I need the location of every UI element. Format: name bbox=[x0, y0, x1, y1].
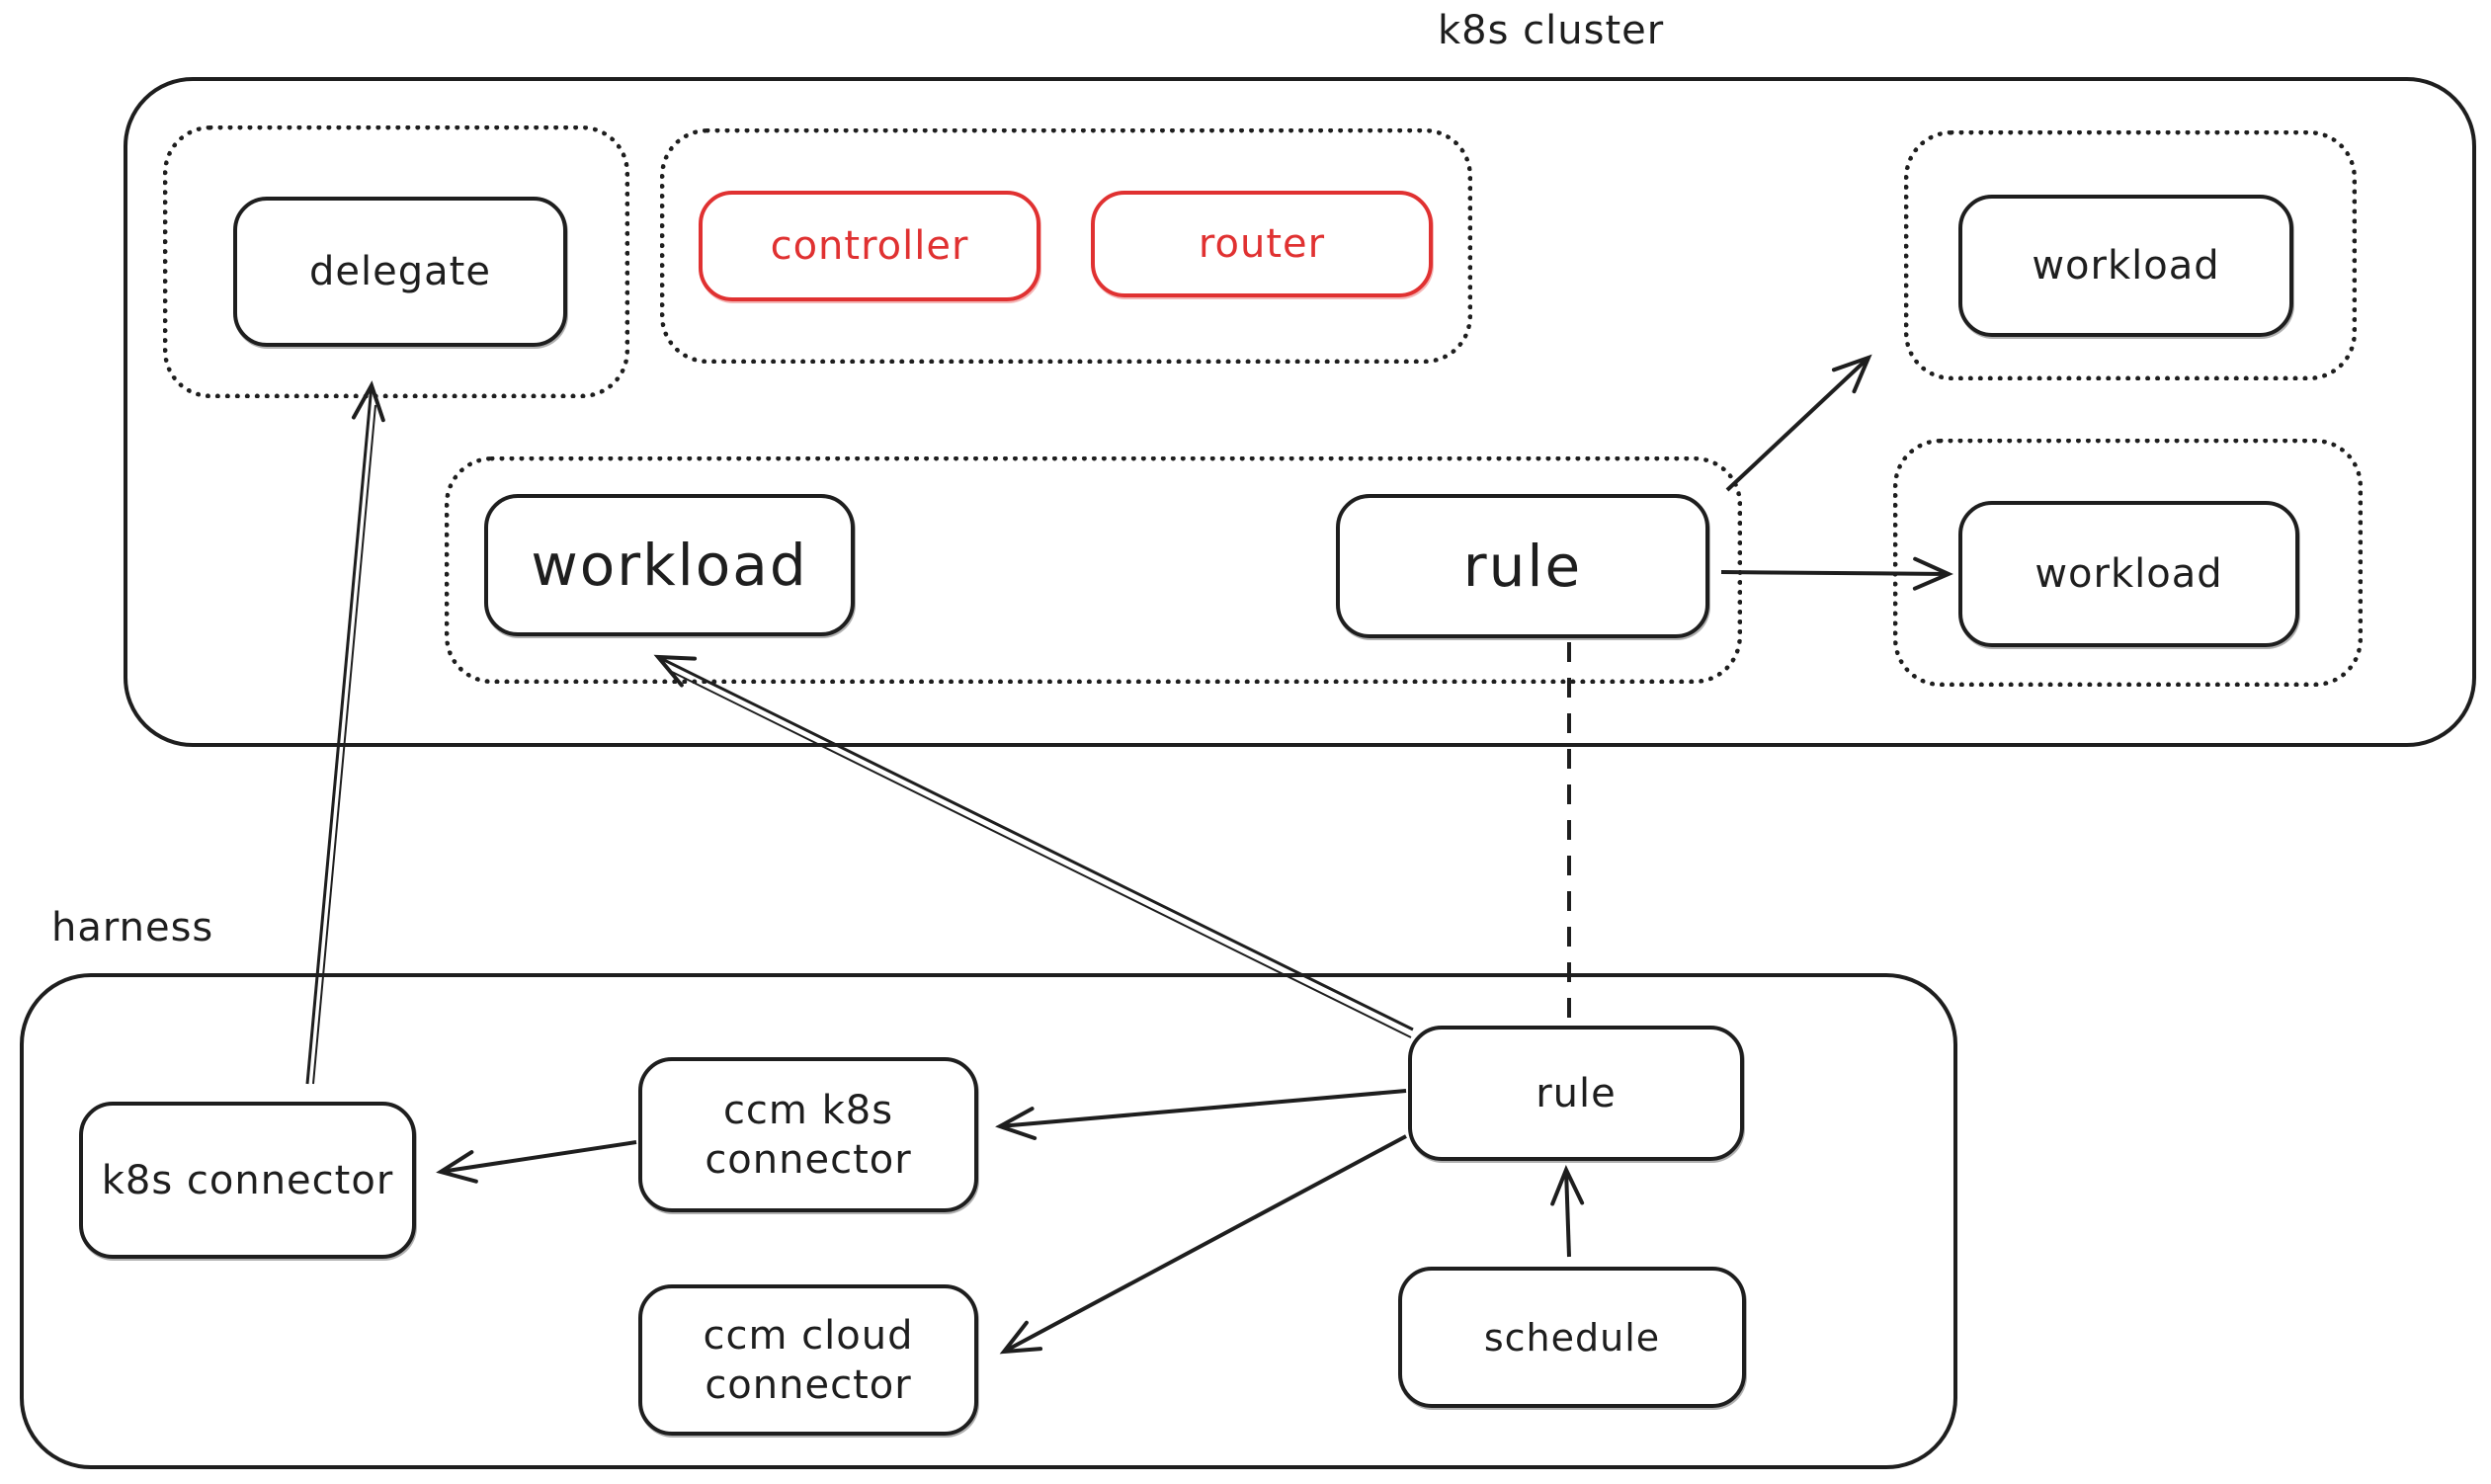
delegate-group bbox=[163, 125, 629, 398]
workload-right-group bbox=[1893, 439, 2363, 687]
workload-top-right-group bbox=[1904, 130, 2357, 380]
rule-cluster-node-label: rule bbox=[1462, 533, 1583, 600]
rule-harness-node-label: rule bbox=[1536, 1070, 1617, 1116]
controller-node: controller bbox=[699, 191, 1040, 301]
controller-node-label: controller bbox=[770, 223, 969, 269]
workload-right-node: workload bbox=[1958, 501, 2299, 647]
delegate-node: delegate bbox=[233, 197, 567, 347]
ccm-cloud-connector-node-label: ccm cloud connector bbox=[703, 1312, 914, 1408]
k8s-cluster-label: k8s cluster bbox=[1438, 8, 1665, 53]
router-node-label: router bbox=[1198, 221, 1326, 267]
workload-main-node-label: workload bbox=[531, 532, 808, 599]
k8s-connector-node-label: k8s connector bbox=[101, 1157, 394, 1203]
router-node: router bbox=[1091, 191, 1433, 297]
workload-right-node-label: workload bbox=[2034, 551, 2223, 597]
rule-cluster-node: rule bbox=[1336, 494, 1709, 638]
workload-top-right-node-label: workload bbox=[2032, 243, 2220, 289]
ccm-k8s-connector-node-label: ccm k8s connector bbox=[705, 1087, 912, 1183]
k8s-connector-node: k8s connector bbox=[79, 1102, 416, 1259]
delegate-node-label: delegate bbox=[309, 249, 491, 294]
harness-label: harness bbox=[51, 905, 214, 950]
rule-harness-node: rule bbox=[1408, 1026, 1744, 1161]
workload-main-node: workload bbox=[484, 494, 855, 636]
ccm-cloud-connector-node: ccm cloud connector bbox=[638, 1284, 978, 1436]
ccm-k8s-connector-node: ccm k8s connector bbox=[638, 1057, 978, 1212]
controller-router-group bbox=[660, 128, 1472, 364]
schedule-node-label: schedule bbox=[1483, 1315, 1661, 1360]
workload-top-right-node: workload bbox=[1958, 195, 2293, 337]
schedule-node: schedule bbox=[1398, 1267, 1746, 1408]
